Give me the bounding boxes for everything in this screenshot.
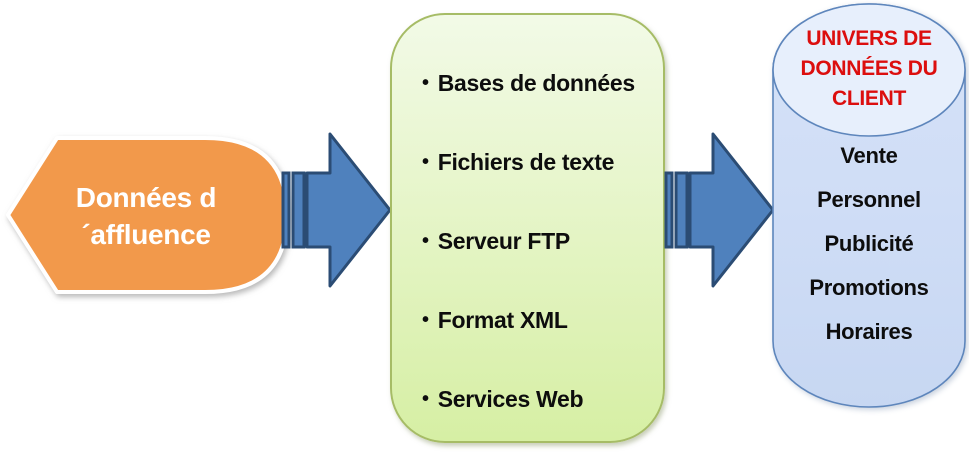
cylinder-item-list: Vente Personnel Publicité Promotions Hor… (772, 143, 966, 345)
striped-right-arrow-icon (664, 132, 775, 288)
cylinder-item: Horaires (825, 319, 913, 344)
cylinder-item: Publicité (824, 231, 914, 256)
database-cylinder-icon (772, 3, 966, 408)
flow-arrow-1 (280, 130, 395, 292)
list-item-label: Serveur FTP (437, 228, 571, 254)
cylinder-item: Promotions (809, 275, 929, 300)
cylinder-item: Personnel (817, 187, 921, 212)
list-item: • Serveur FTP (422, 228, 653, 255)
bullet-icon: • (422, 151, 429, 173)
client-data-universe: UNIVERS DE DONNÉES DU CLIENT Vente Perso… (770, 1, 968, 413)
bullet-icon: • (422, 309, 429, 331)
source-list-box: • Bases de données • Fichiers de texte •… (390, 13, 665, 443)
cylinder-item: Vente (840, 143, 898, 168)
list-item-label: Bases de données (437, 70, 635, 96)
list-item-label: Format XML (437, 307, 568, 333)
bullet-icon: • (422, 388, 429, 410)
source-list: • Bases de données • Fichiers de texte •… (422, 70, 653, 413)
cylinder-title: UNIVERS DE DONNÉES DU CLIENT (800, 27, 938, 110)
flow-arrow-2 (663, 130, 778, 292)
list-item-label: Services Web (437, 386, 584, 412)
list-item: • Services Web (422, 386, 653, 413)
bullet-icon: • (422, 72, 429, 94)
striped-right-arrow-icon (281, 132, 392, 288)
list-item: • Format XML (422, 307, 653, 334)
list-item-label: Fichiers de texte (437, 149, 615, 175)
bullet-icon: • (422, 230, 429, 252)
left-shape: Données d´affluence (0, 126, 300, 311)
left-shape-label: Données d´affluence (75, 182, 217, 250)
list-item: • Bases de données (422, 70, 653, 97)
list-item: • Fichiers de texte (422, 149, 653, 176)
